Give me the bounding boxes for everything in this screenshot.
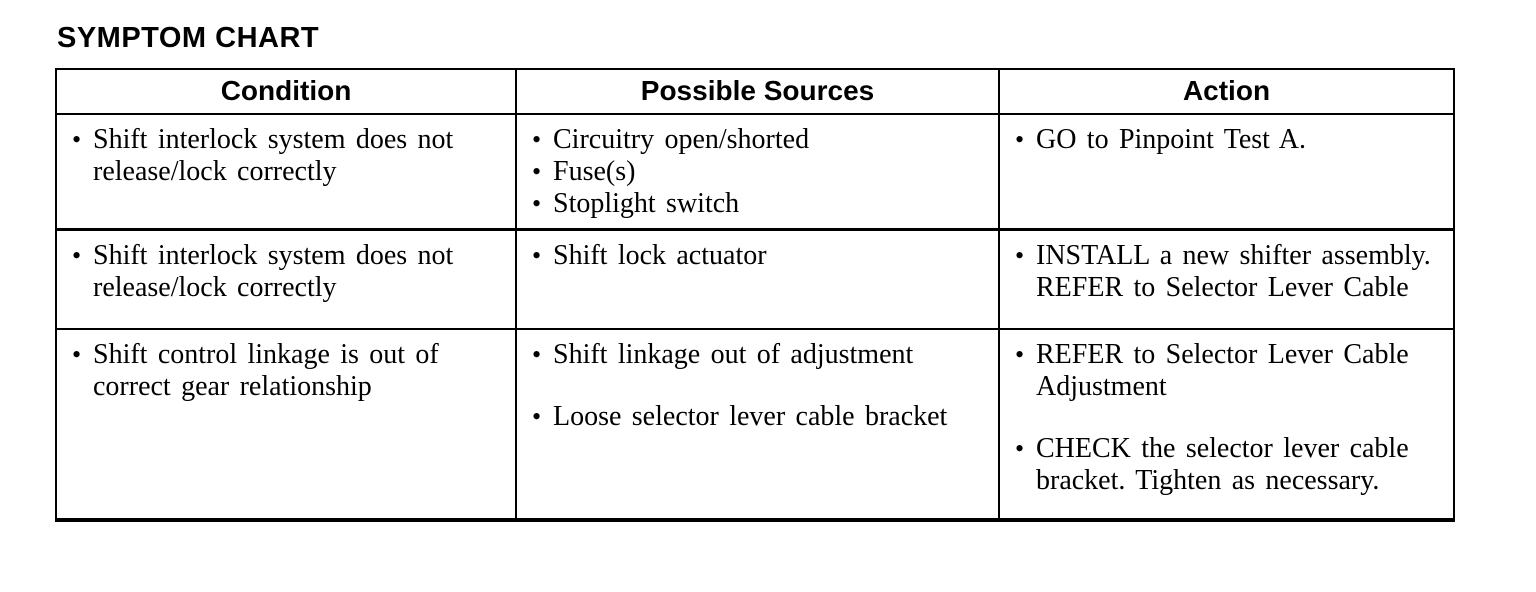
bullet-icon: • [72,241,82,270]
source-text: Shift lock actuator [553,240,767,271]
condition-text: Shift interlock system does not release/… [93,240,454,303]
action-text: GO to Pinpoint Test A. [1036,124,1306,155]
list-item: • Shift interlock system does not releas… [57,240,505,304]
page-title: SYMPTOM CHART [57,22,320,54]
header-possible-sources: Possible Sources [515,69,1000,115]
bullet-icon: • [72,125,82,154]
source-text: Loose selector lever cable bracket [553,401,948,432]
bullet-icon: • [1015,241,1025,270]
action-cell: • INSTALL a new shifter assembly. REFER … [998,229,1455,330]
source-text: Shift linkage out of adjustment [553,339,914,370]
header-row: Condition Possible Sources Action [55,69,1455,115]
header-action: Action [998,69,1455,115]
list-item: • Stoplight switch [517,188,988,220]
list-item: • CHECK the selector lever cable bracket… [1000,433,1443,497]
action-cell: • GO to Pinpoint Test A. [998,114,1455,231]
bullet-icon: • [1015,340,1025,369]
list-item: • Shift linkage out of adjustment [517,339,988,371]
action-text: CHECK the selector lever cable bracket. … [1036,433,1409,496]
table-row: • Shift control linkage is out of correc… [55,329,1455,520]
symptom-chart-table: Condition Possible Sources Action • Shif… [55,68,1455,522]
sources-cell: • Shift linkage out of adjustment • Loos… [515,329,1000,520]
bullet-icon: • [532,402,542,431]
sources-cell: • Shift lock actuator [515,229,1000,330]
source-text: Stoplight switch [553,188,740,219]
table-row: • Shift interlock system does not releas… [55,114,1455,231]
list-item: • INSTALL a new shifter assembly. REFER … [1000,240,1443,304]
list-item: • REFER to Selector Lever Cable Adjustme… [1000,339,1443,403]
list-item: • Shift lock actuator [517,240,988,272]
condition-text: Shift interlock system does not release/… [93,124,454,187]
source-text: Fuse(s) [553,156,636,187]
list-item: • Fuse(s) [517,156,988,188]
list-item: • GO to Pinpoint Test A. [1000,124,1443,156]
bullet-icon: • [532,157,542,186]
bullet-icon: • [1015,125,1025,154]
bullet-icon: • [532,125,542,154]
bullet-icon: • [532,340,542,369]
list-item: • Circuitry open/shorted [517,124,988,156]
table-header: Condition Possible Sources Action [55,69,1455,115]
condition-cell: • Shift interlock system does not releas… [55,229,517,330]
table-row: • Shift interlock system does not releas… [55,229,1455,330]
bullet-icon: • [532,241,542,270]
action-text: REFER to Selector Lever Cable Adjustment [1036,339,1409,402]
bullet-icon: • [1015,434,1025,463]
condition-text: Shift control linkage is out of correct … [93,339,439,402]
list-item: • Shift control linkage is out of correc… [57,339,505,403]
source-text: Circuitry open/shorted [553,124,810,155]
condition-cell: • Shift interlock system does not releas… [55,114,517,231]
list-item: • Loose selector lever cable bracket [517,401,988,433]
action-text: INSTALL a new shifter assembly. REFER to… [1036,240,1431,303]
list-item: • Shift interlock system does not releas… [57,124,505,188]
bullet-icon: • [532,189,542,218]
action-cell: • REFER to Selector Lever Cable Adjustme… [998,329,1455,520]
bullet-icon: • [72,340,82,369]
header-condition: Condition [55,69,517,115]
condition-cell: • Shift control linkage is out of correc… [55,329,517,520]
sources-cell: • Circuitry open/shorted • Fuse(s) • Sto… [515,114,1000,231]
